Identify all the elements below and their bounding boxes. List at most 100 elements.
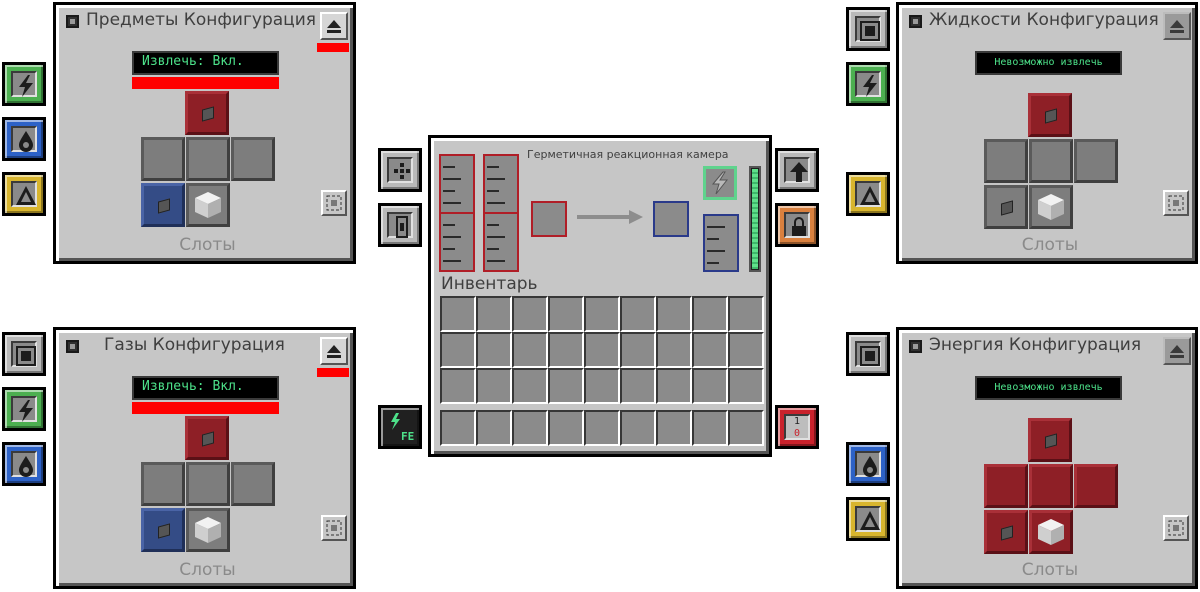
fluid-gauge[interactable] [439,154,475,272]
hotbar-slot[interactable] [728,410,764,446]
side-right[interactable] [231,137,275,181]
auto-eject-button[interactable] [321,515,347,541]
hotbar-slot[interactable] [512,410,548,446]
side-bottom[interactable] [984,510,1028,554]
inventory-slot[interactable] [620,332,656,368]
close-icon[interactable] [66,15,79,28]
side-right[interactable] [1074,464,1118,508]
inventory-slot[interactable] [440,332,476,368]
inventory-slot[interactable] [728,368,764,404]
inventory-slot[interactable] [584,296,620,332]
inventory-slot[interactable] [440,296,476,332]
redstone-control-button[interactable]: 1 0 [775,405,819,449]
inventory-slot[interactable] [512,368,548,404]
tab-items-config-2[interactable] [846,332,890,376]
output-gas-gauge[interactable] [703,214,739,272]
input-slot[interactable] [531,201,567,237]
auto-eject-button[interactable] [321,190,347,216]
gas-gauge[interactable] [483,154,519,272]
side-front[interactable] [186,137,230,181]
side-top[interactable] [1028,93,1072,137]
inventory-slot[interactable] [692,332,728,368]
eject-button[interactable] [320,337,348,365]
side-left[interactable] [141,137,185,181]
side-right[interactable] [1074,139,1118,183]
tab-fluid-config[interactable] [846,442,890,486]
inventory-slot[interactable] [512,296,548,332]
inventory-slot[interactable] [620,296,656,332]
eject-button[interactable] [320,12,348,40]
hotbar-slot[interactable] [548,410,584,446]
inventory-slot[interactable] [476,368,512,404]
inventory-slot[interactable] [548,332,584,368]
inventory-slot[interactable] [728,296,764,332]
auto-eject-button[interactable] [1163,515,1189,541]
inventory-slot[interactable] [512,332,548,368]
tab-fluid-config[interactable] [2,117,46,161]
hotbar-slot[interactable] [692,410,728,446]
side-back[interactable] [1029,510,1073,554]
lightning-icon [19,400,33,422]
upgrade-button[interactable] [775,148,819,192]
inventory-slot[interactable] [476,296,512,332]
tab-gas-config-2[interactable] [846,497,890,541]
tab-gas-config[interactable] [846,172,890,216]
side-front[interactable] [1029,464,1073,508]
side-left[interactable] [141,462,185,506]
tab-side-config[interactable] [378,148,422,192]
output-slot[interactable] [653,201,689,237]
side-bottom[interactable] [984,185,1028,229]
side-top[interactable] [185,91,229,135]
tab-items-config[interactable] [846,7,890,51]
side-bottom[interactable] [141,508,185,552]
security-button[interactable] [775,203,819,247]
tab-items-config[interactable] [2,332,46,376]
auto-eject-button[interactable] [1163,190,1189,216]
inventory-slot[interactable] [548,368,584,404]
tab-gas-config[interactable] [2,172,46,216]
tab-fluid-config-2[interactable] [2,442,46,486]
tab-energy-config[interactable] [2,62,46,106]
side-back[interactable] [186,508,230,552]
side-top[interactable] [185,416,229,460]
machine-title: Герметичная реакционная камера [527,148,729,161]
tab-energy-config-2[interactable] [2,387,46,431]
energy-slot[interactable] [703,166,737,200]
side-back[interactable] [186,183,230,227]
side-front[interactable] [1029,139,1073,183]
inventory-slot[interactable] [692,368,728,404]
side-right[interactable] [231,462,275,506]
inventory-slot[interactable] [656,332,692,368]
inventory-slot[interactable] [584,332,620,368]
energy-unit-toggle[interactable]: FE [378,405,422,449]
hotbar-slot[interactable] [476,410,512,446]
inventory-slot[interactable] [728,332,764,368]
inventory-slot[interactable] [476,332,512,368]
inventory-slot[interactable] [656,368,692,404]
cube-icon [1038,194,1064,220]
hotbar-slot[interactable] [440,410,476,446]
inventory-slot[interactable] [548,296,584,332]
hotbar-slot[interactable] [584,410,620,446]
side-left[interactable] [984,464,1028,508]
inventory-slot[interactable] [656,296,692,332]
inventory-slot[interactable] [584,368,620,404]
hotbar-slot[interactable] [656,410,692,446]
side-back[interactable] [1029,185,1073,229]
close-icon[interactable] [66,340,79,353]
side-config-icon [860,21,880,41]
inventory-slot[interactable] [620,368,656,404]
side-front[interactable] [186,462,230,506]
inventory-slot[interactable] [692,296,728,332]
side-bottom[interactable] [141,183,185,227]
close-icon[interactable] [909,340,922,353]
side-top[interactable] [1028,418,1072,462]
energy-bar[interactable] [749,166,761,272]
inventory-slot[interactable] [440,368,476,404]
eject-button-disabled [1163,12,1191,40]
tab-energy-config[interactable] [846,62,890,106]
side-left[interactable] [984,139,1028,183]
tab-transporter-config[interactable] [378,203,422,247]
close-icon[interactable] [909,15,922,28]
hotbar-slot[interactable] [620,410,656,446]
